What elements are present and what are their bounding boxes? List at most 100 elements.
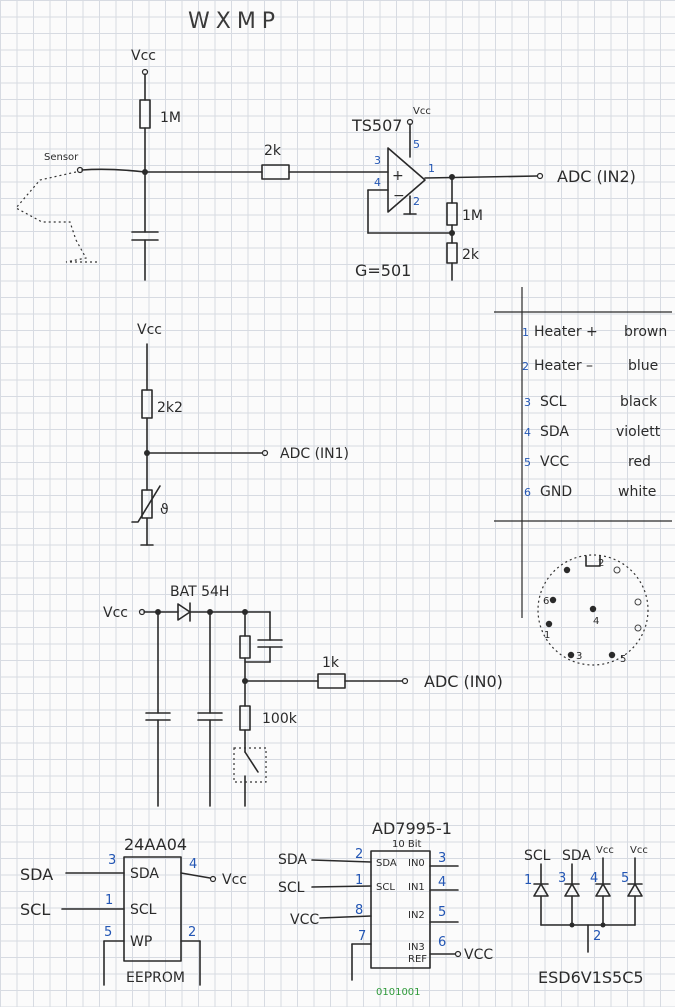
eeprom-sda-label: SDA: [20, 865, 53, 884]
thermistor-symbol: ϑ: [160, 502, 169, 518]
eeprom-pin-scl: SCL: [130, 902, 157, 918]
wire: [180, 872, 211, 879]
esd-number: 2: [593, 929, 601, 944]
divider-top-resistor: [239, 635, 251, 659]
switch-contact: [244, 751, 259, 773]
adc-number: 6: [438, 935, 446, 950]
esd-number: 5: [621, 871, 629, 886]
eeprom-scl-label: SCL: [20, 900, 50, 919]
row-color: brown: [624, 324, 667, 340]
adc-in1-terminal: [261, 449, 269, 457]
opamp-pin-3: 3: [374, 154, 381, 167]
wire: [311, 885, 372, 888]
row-signal: Heater –: [534, 358, 593, 374]
row-pin: 4: [524, 426, 531, 439]
adc-number: 2: [355, 847, 363, 862]
divider-100k-value: 100k: [262, 711, 298, 727]
connector-pin-label: 2: [598, 558, 604, 569]
eeprom-number: 3: [108, 853, 116, 868]
row-color: violett: [616, 424, 661, 440]
adc-subtitle: 10 Bit: [392, 839, 422, 850]
adc-scl-label: SCL: [278, 880, 305, 896]
connector-pin: [563, 566, 571, 574]
adc-pin-in3: IN3: [408, 942, 425, 953]
adc-in0-label: ADC (IN0): [424, 672, 503, 691]
esd-part: ESD6V1S5C5: [538, 968, 644, 987]
eeprom-pin-sda: SDA: [130, 866, 159, 882]
thermistor-slash: [131, 485, 161, 523]
adc-sda-label: SDA: [278, 852, 307, 868]
connector-pin: [634, 624, 642, 632]
connector-pin-label: 3: [576, 651, 582, 662]
row-pin: 6: [524, 486, 531, 499]
ground-resistor: [446, 242, 458, 264]
eeprom-part: 24AA04: [124, 835, 187, 854]
esd-diode: [533, 883, 549, 897]
esd-label: Vcc: [596, 845, 614, 856]
adc-chip: AD7995-1 10 Bit SDA SCL IN0 IN1 IN2 IN3 …: [278, 819, 493, 998]
series-resistor: [261, 164, 290, 180]
connector-key: [585, 555, 601, 567]
pullup-resistor: [139, 99, 151, 129]
connector-pin-label: 1: [544, 630, 550, 641]
connector-pin-label: 5: [620, 654, 626, 665]
adc-number: 1: [355, 873, 363, 888]
row-color: white: [618, 484, 656, 500]
row-pin: 5: [524, 456, 531, 469]
esd-number: 4: [590, 871, 598, 886]
table-row: 5 VCC red: [524, 454, 651, 470]
eeprom-vcc-label: Vcc: [222, 872, 247, 888]
adc-vcc-out-terminal: [454, 950, 462, 958]
opamp-part: TS507: [351, 116, 402, 135]
sensor-amplifier-stage: Vcc 1M Sensor 2k TS507 Vcc + − 5 3 4 1 2: [15, 48, 636, 281]
table-row: 4 SDA violett: [524, 424, 661, 440]
wire: [311, 859, 372, 863]
diode: [177, 603, 191, 621]
table-row: 6 GND white: [524, 484, 656, 500]
row-color: red: [628, 454, 651, 470]
adc-number: 3: [438, 851, 446, 866]
adc-number: 8: [355, 903, 363, 918]
series-1k-resistor: [317, 673, 346, 689]
row-signal: VCC: [540, 454, 569, 470]
supply-vcc-label: Vcc: [103, 605, 128, 621]
adc-in0-terminal: [401, 677, 409, 685]
adc-i2c-address: 0101001: [376, 987, 421, 998]
opamp-vcc-label: Vcc: [413, 106, 431, 117]
connector-pin: [608, 651, 616, 659]
sheet-title: WXMP: [188, 9, 281, 34]
connector-pin: [567, 651, 575, 659]
ntc-vcc-label: Vcc: [137, 322, 162, 338]
opamp-plus: +: [392, 168, 404, 184]
esd-label: SDA: [562, 848, 591, 864]
adc-pin-scl: SCL: [376, 882, 395, 893]
esd-diode: [627, 883, 643, 897]
wire: [424, 175, 538, 179]
opamp-minus: −: [393, 188, 405, 204]
eeprom-vcc-terminal: [209, 875, 217, 883]
adc-number: 7: [358, 929, 366, 944]
opamp-pin-2: 2: [413, 195, 420, 208]
eeprom-number: 5: [104, 925, 112, 940]
adc-pin-in0: IN0: [408, 858, 425, 869]
eeprom-chip: 24AA04 SDA SCL WP SDA SCL Vcc 3 4 1 5 2 …: [20, 835, 247, 986]
divider-100k-resistor: [239, 705, 251, 731]
eeprom-label: EEPROM: [126, 970, 185, 986]
esd-diode: [564, 883, 580, 897]
series-resistor-value: 2k: [264, 143, 282, 159]
opamp-pin-4: 4: [374, 176, 381, 189]
eeprom-pin-wp: WP: [130, 934, 152, 950]
eeprom-number: 1: [105, 893, 113, 908]
connector-pin: [613, 566, 621, 574]
switch-dashed-box: [233, 747, 267, 783]
esd-number: 3: [558, 871, 566, 886]
table-row: 3 SCL black: [524, 394, 658, 410]
row-pin: 3: [524, 396, 531, 409]
row-color: blue: [628, 358, 658, 374]
table-row: 2 Heater – blue: [522, 358, 658, 374]
esd-protection: SCL SDA Vcc Vcc 1 3 4 5 2 ESD6V1S5C5: [524, 845, 648, 987]
adc-in1-label: ADC (IN1): [280, 446, 349, 462]
sensor-vcc-label: Vcc: [131, 48, 156, 64]
row-signal: SDA: [540, 424, 569, 440]
sensor-element-dashed: [65, 239, 98, 263]
